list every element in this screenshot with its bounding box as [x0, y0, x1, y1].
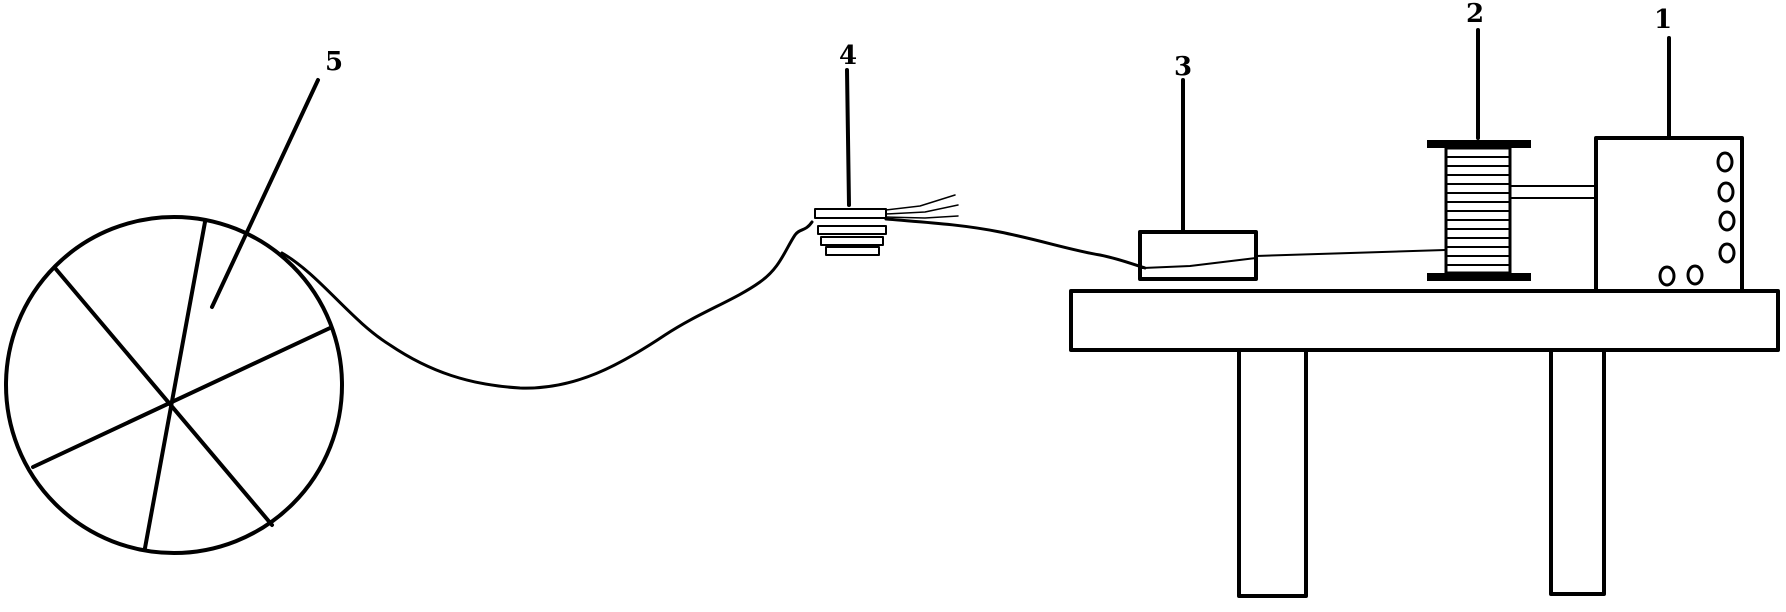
- layer-plate: [817, 225, 887, 235]
- fiber-strands: [885, 215, 959, 219]
- knob: [1717, 181, 1735, 203]
- knob: [1718, 210, 1736, 232]
- part-2-spool: [1427, 140, 1531, 281]
- layer-plate: [825, 246, 880, 256]
- leader-line-4: [845, 68, 851, 207]
- table: [1069, 289, 1780, 598]
- label-5: 5: [325, 47, 343, 77]
- spool-bottom-flange: [1427, 273, 1531, 281]
- label-1: 1: [1654, 5, 1672, 35]
- knob: [1716, 151, 1734, 173]
- layer-plate: [814, 208, 887, 219]
- wheel-spoke: [143, 220, 207, 550]
- part-4-device: [814, 194, 959, 256]
- wheel: [4, 215, 344, 555]
- knob: [1658, 265, 1676, 287]
- spool-windings: [1446, 156, 1510, 266]
- leader-line-5: [210, 78, 320, 309]
- fiber-strands: [885, 204, 959, 215]
- label-4: 4: [839, 41, 857, 71]
- rope: [1141, 257, 1257, 269]
- fiber-strands: [885, 194, 956, 211]
- wheel-spoke: [31, 326, 332, 469]
- part-3-box: [1138, 230, 1258, 281]
- wheel-spoke: [53, 266, 274, 527]
- part-1-control-box: [1594, 136, 1744, 293]
- spool-top-flange: [1427, 140, 1531, 148]
- rope: [280, 220, 814, 390]
- table-top: [1069, 289, 1780, 352]
- knob: [1718, 242, 1736, 264]
- rope: [1255, 249, 1446, 257]
- table-leg-right: [1549, 348, 1606, 596]
- layer-plate: [820, 236, 884, 246]
- table-leg-left: [1237, 348, 1308, 598]
- label-3: 3: [1174, 52, 1192, 82]
- label-2: 2: [1466, 0, 1484, 29]
- knob: [1686, 264, 1704, 286]
- rope: [884, 217, 1147, 270]
- wheel-rim: [4, 215, 344, 555]
